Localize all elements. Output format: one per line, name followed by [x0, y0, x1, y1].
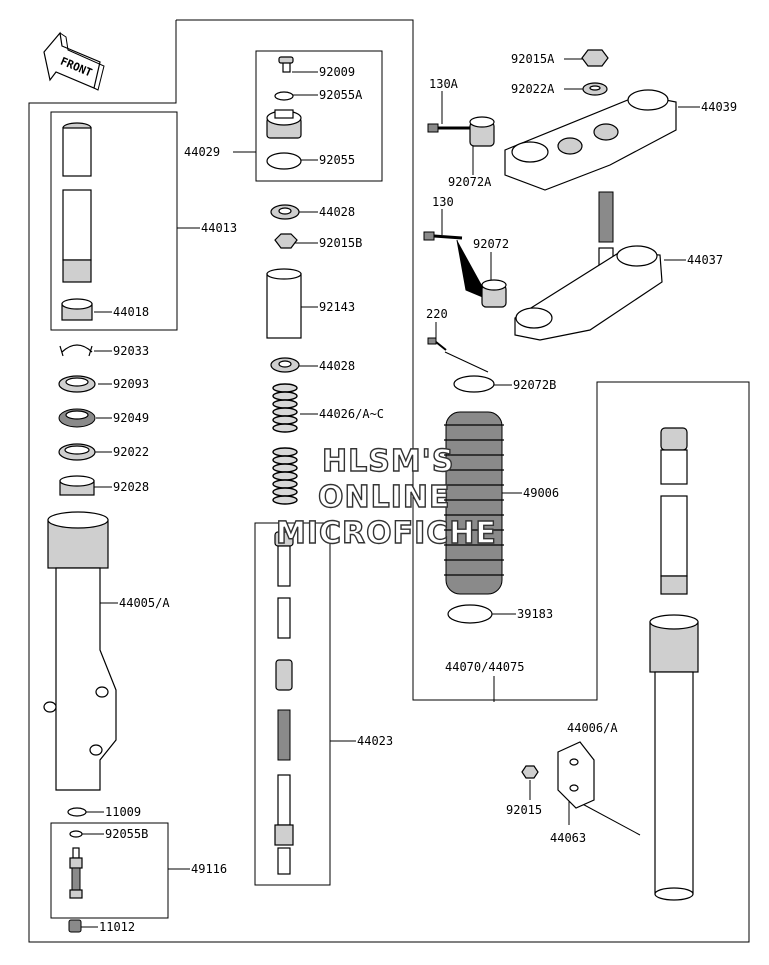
part-label-44005: 44005/A — [118, 596, 171, 610]
clamp-92072A-icon — [469, 116, 495, 147]
nut-92015-icon — [521, 765, 539, 779]
part-label-92055A: 92055A — [318, 88, 364, 102]
part-label-44026: 44026/A~C — [318, 407, 386, 421]
clamp-39183-icon — [447, 604, 493, 624]
part-label-44037: 44037 — [686, 253, 725, 267]
part-label-130A: 130A — [428, 77, 459, 91]
inner-tube-right-icon — [660, 427, 688, 595]
frame-lines — [28, 19, 750, 943]
part-label-44018: 44018 — [112, 305, 151, 319]
gasket-11009-icon — [67, 807, 87, 817]
inner-tube-44013-icon — [62, 122, 92, 283]
seal-92049-icon — [58, 408, 96, 428]
part-label-92015: 92015 — [505, 803, 544, 817]
bushing-44018-icon — [61, 298, 93, 321]
part-label-44029: 44029 — [183, 145, 222, 159]
part-label-92028: 92028 — [112, 480, 151, 494]
upper-bracket-44039-icon — [504, 89, 677, 191]
steering-stem-44037-icon — [514, 191, 663, 341]
damper-rod-44023-icon — [274, 531, 294, 875]
outer-tube-44005-icon — [43, 511, 117, 791]
dust-boot-49006-icon — [444, 411, 504, 595]
group-box-44013 — [50, 111, 178, 331]
clamp-44063-icon — [557, 741, 595, 809]
washer-44028-bottom-icon — [270, 357, 300, 373]
screw-220-icon — [427, 337, 447, 351]
bolt-92009-icon — [278, 56, 294, 73]
seal-92093-icon — [58, 375, 96, 393]
clip-92033-icon — [59, 344, 93, 357]
oring-92055A-icon — [274, 91, 294, 101]
front-arrow-icon: FRONT — [43, 31, 105, 91]
part-label-49116: 49116 — [190, 862, 229, 876]
nut-92015A-icon — [581, 49, 609, 67]
watermark-line-1: HLSM'S — [321, 443, 455, 479]
outer-tube-44006-icon — [649, 614, 699, 901]
part-label-44023: 44023 — [356, 734, 395, 748]
part-label-39183: 39183 — [516, 607, 555, 621]
oring-92055B-icon — [69, 830, 83, 838]
part-label-49006: 49006 — [522, 486, 561, 500]
washer-92022A-icon — [582, 82, 608, 96]
part-label-92055: 92055 — [318, 153, 357, 167]
bolt-11012-icon — [68, 919, 82, 933]
part-label-92009: 92009 — [318, 65, 357, 79]
part-label-92093: 92093 — [112, 377, 151, 391]
part-label-44028-top: 44028 — [318, 205, 357, 219]
part-label-130: 130 — [431, 195, 455, 209]
watermark-line-2: ONLINE — [317, 479, 451, 515]
washer-92022-icon — [58, 443, 96, 461]
group-box-44029 — [255, 50, 383, 182]
spring-44026-icon — [272, 383, 298, 505]
part-label-44013: 44013 — [200, 221, 239, 235]
part-label-92022: 92022 — [112, 445, 151, 459]
clamp-92072-icon — [481, 279, 507, 308]
watermark-line-3: MICROFICHE — [275, 515, 497, 551]
part-label-92015B: 92015B — [318, 236, 364, 250]
cap-44029-icon — [266, 109, 302, 139]
part-label-44028-bottom: 44028 — [318, 359, 357, 373]
part-label-92049: 92049 — [112, 411, 151, 425]
part-label-220: 220 — [425, 307, 449, 321]
bolt-130-icon — [423, 231, 463, 241]
part-label-11012: 11012 — [98, 920, 137, 934]
part-label-92015A: 92015A — [510, 52, 556, 66]
part-label-11009: 11009 — [104, 805, 143, 819]
part-label-44063: 44063 — [549, 831, 588, 845]
part-label-44039: 44039 — [700, 100, 739, 114]
part-label-44070-44075: 44070/44075 — [444, 660, 526, 674]
part-label-92072: 92072 — [472, 237, 511, 251]
nut-92015B-icon — [274, 233, 298, 249]
part-label-92072A: 92072A — [447, 175, 493, 189]
clamp-92072B-icon — [453, 375, 495, 393]
bolt-130A-icon — [427, 123, 470, 133]
part-label-92022A: 92022A — [510, 82, 556, 96]
oring-92055-icon — [266, 152, 302, 170]
part-label-92055B: 92055B — [104, 827, 150, 841]
group-box-49116 — [50, 822, 169, 919]
part-label-92072B: 92072B — [512, 378, 558, 392]
group-box-44023 — [254, 522, 331, 886]
valve-49116-icon — [69, 847, 83, 899]
part-label-44006: 44006/A — [566, 721, 619, 735]
part-label-92033: 92033 — [112, 344, 151, 358]
bushing-92028-icon — [59, 475, 95, 496]
washer-44028-top-icon — [270, 204, 300, 220]
spacer-92143-icon — [266, 268, 302, 339]
part-label-92143: 92143 — [318, 300, 357, 314]
